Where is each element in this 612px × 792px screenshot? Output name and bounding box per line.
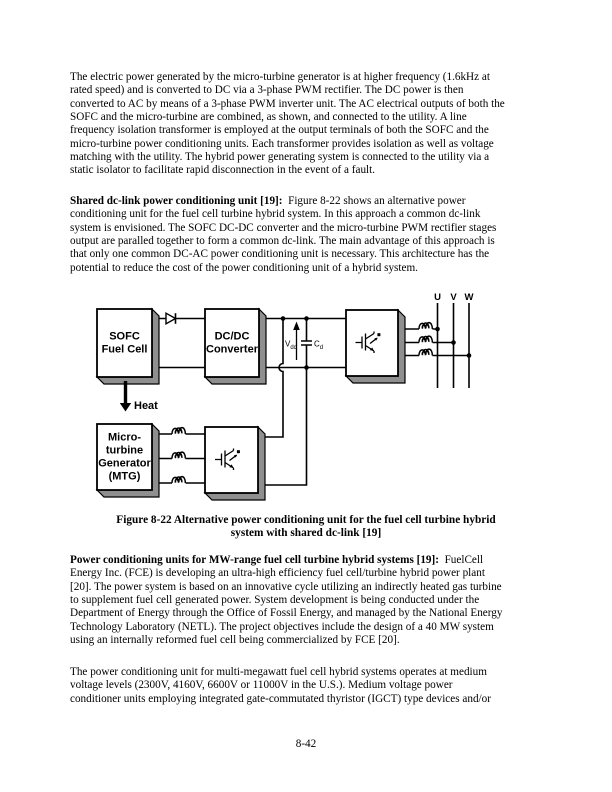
diode-symbol bbox=[165, 312, 177, 325]
text-line: micro-turbine power conditioning units. … bbox=[70, 137, 494, 150]
text-line: potential to reduce the cost of the powe… bbox=[70, 261, 418, 274]
rectifier-box bbox=[203, 425, 266, 501]
figure-caption: Figure 8-22 Alternative power conditioni… bbox=[66, 514, 546, 541]
heat-label: Heat bbox=[134, 400, 158, 412]
inductor-symbol bbox=[418, 348, 434, 357]
vdc-arrow bbox=[293, 321, 300, 360]
text-line: The electric power generated by the micr… bbox=[70, 71, 490, 83]
inductor-symbol bbox=[418, 335, 434, 344]
rectifier-negative-link-wire bbox=[265, 367, 308, 486]
rectifier-positive-link-wire bbox=[265, 318, 284, 438]
text-line: frequency isolation transformer is emplo… bbox=[70, 124, 489, 137]
text-line: using an internally reformed fuel cell b… bbox=[70, 634, 400, 647]
text-line: The power conditioning unit for multi-me… bbox=[70, 666, 487, 678]
section-heading-shared-dclink: Shared dc-link power conditioning unit [… bbox=[70, 195, 283, 207]
section-body-lines: conditioning unit for the fuel cell turb… bbox=[70, 208, 496, 275]
text-line: system is envisioned. The SOFC DC-DC con… bbox=[70, 221, 497, 234]
text-line: to supplement fuel cell generated power.… bbox=[70, 594, 480, 607]
text-line: output are paralled together to form a c… bbox=[70, 235, 495, 248]
text-line: Energy Inc. (FCE) is developing an ultra… bbox=[70, 567, 485, 580]
text-line: [20]. The power system is based on an in… bbox=[70, 580, 502, 593]
text-line: Figure 8-22 Alternative power conditioni… bbox=[116, 514, 496, 526]
text-line: conditioning unit for the fuel cell turb… bbox=[70, 208, 481, 221]
text-line: rated speed) and is converted to DC via … bbox=[70, 84, 464, 97]
text-line: Department of Energy through the Office … bbox=[70, 607, 503, 620]
text-line: SOFC and the micro-turbine are combined,… bbox=[70, 111, 467, 124]
junction-dot bbox=[435, 326, 440, 332]
heading-line-rest: FuelCell bbox=[438, 554, 484, 566]
text-line: system with shared dc-link [19] bbox=[230, 527, 382, 540]
section-shared-dclink: Shared dc-link power conditioning unit [… bbox=[70, 195, 496, 275]
heading-line-rest: Figure 8-22 shows an alternative power bbox=[282, 195, 466, 207]
junction-dot bbox=[304, 316, 309, 321]
phase-label-u: U bbox=[434, 292, 441, 303]
capacitor-label: Cd bbox=[314, 340, 323, 352]
section-heading-mw-range: Power conditioning units for MW-range fu… bbox=[70, 554, 439, 566]
heat-arrow bbox=[119, 381, 132, 412]
inductor-symbol bbox=[171, 475, 187, 484]
text-line: matching with the utility. The hybrid po… bbox=[70, 151, 490, 164]
junction-dot bbox=[280, 316, 286, 321]
text-line: converted to AC by means of a 3-phase PW… bbox=[70, 97, 505, 110]
text-line: Technology Laboratory (NETL). The projec… bbox=[70, 620, 494, 633]
text-line: Shared dc-link power conditioning unit [… bbox=[70, 195, 496, 208]
inductor-symbol bbox=[171, 426, 187, 435]
paragraph-medium-voltage: The power conditioning unit for multi-me… bbox=[70, 666, 491, 706]
section-mw-range: Power conditioning units for MW-range fu… bbox=[70, 554, 502, 647]
inductor-symbol bbox=[418, 321, 434, 330]
text-line: Power conditioning units for MW-range fu… bbox=[70, 554, 502, 567]
paragraph-intro: The electric power generated by the micr… bbox=[70, 71, 505, 178]
text-line: static isolator to facilitate rapid disc… bbox=[70, 164, 376, 177]
vdc-label: Vdc bbox=[285, 340, 297, 352]
page-number: 8-42 bbox=[295, 738, 317, 750]
phase-label-w: W bbox=[465, 292, 474, 303]
text-line: voltage levels (2300V, 4160V, 6600V or 1… bbox=[70, 679, 453, 692]
junction-dot bbox=[451, 340, 456, 345]
section-body-lines: Energy Inc. (FCE) is developing an ultra… bbox=[70, 567, 502, 647]
capacitor-symbol bbox=[301, 318, 312, 368]
junction-dot bbox=[466, 353, 472, 358]
text-line: conditioner units employing integrated g… bbox=[70, 692, 491, 705]
junction-dot bbox=[304, 365, 309, 370]
inductor-symbol bbox=[171, 451, 187, 460]
text-line: that only one common DC-AC power conditi… bbox=[70, 248, 490, 261]
inverter-box bbox=[344, 308, 406, 384]
phase-label-v: V bbox=[450, 292, 457, 303]
